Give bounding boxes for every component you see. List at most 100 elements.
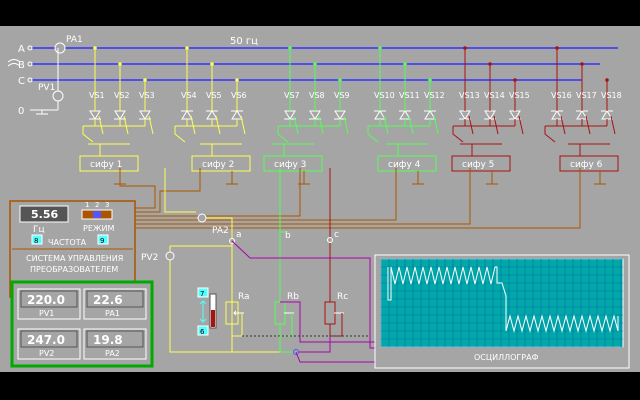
thyristor-label: VS12 — [424, 91, 445, 100]
node-a-label: a — [236, 230, 242, 240]
sifu-label: сифу 5 — [462, 160, 494, 170]
thyristor-icon — [89, 110, 101, 120]
ac-symbol-icon — [7, 59, 21, 67]
thyristor-label: VS13 — [459, 91, 480, 100]
sifu-block — [263, 155, 323, 172]
thyristor-label: VS9 — [334, 91, 350, 100]
sifu-label: сифу 6 — [570, 160, 603, 170]
pa1-meter-icon — [54, 42, 66, 54]
thyristor-label: VS11 — [399, 91, 420, 100]
control-title-line1: СИСТЕМА УПРАВЛЕНИЯ — [26, 254, 123, 263]
zero-label: 0 — [18, 106, 24, 117]
load-circuit: PA2 a b c PV2 Ra Rb Rc — [141, 168, 421, 363]
pa2-meter-icon — [197, 213, 207, 223]
thyristor-icon — [576, 110, 588, 120]
mode-label: РЕЖИМ — [83, 224, 114, 233]
adjust-down-label: 6 — [200, 328, 205, 336]
readout-label: PV2 — [39, 349, 54, 358]
thyristor-label: VS8 — [309, 91, 325, 100]
phase-b-label: B — [18, 60, 25, 71]
rb-label: Rb — [287, 292, 299, 302]
sifu-block — [79, 155, 139, 172]
readout-value: 247.0 — [27, 333, 65, 347]
thyristor-label: VS18 — [601, 91, 622, 100]
thyristor-icon — [424, 110, 436, 120]
resistance-up-button[interactable] — [197, 287, 209, 298]
resistor-rc — [324, 301, 336, 325]
oscilloscope-label: ОСЦИЛЛОГРАФ — [474, 353, 539, 362]
thyristor-icon — [601, 110, 613, 120]
frequency-unit: Гц — [33, 225, 45, 235]
adjust-arrow-icon — [199, 300, 207, 323]
readout-label: PA2 — [105, 349, 120, 358]
mode-3-label: 3 — [105, 201, 109, 209]
control-title-line2: ПРЕОБРАЗОВАТЕЛЕМ — [30, 265, 118, 274]
oscilloscope-trace — [387, 266, 619, 333]
mode-2-label: 2 — [95, 201, 99, 209]
mode-1-label: 1 — [85, 201, 89, 209]
frequency-down-button[interactable] — [31, 234, 43, 245]
phase-a-label: A — [18, 44, 25, 55]
oscilloscope: ОСЦИЛЛОГРАФ — [374, 254, 630, 369]
thyristor-label: VS17 — [576, 91, 597, 100]
node-b-label: b — [285, 231, 291, 241]
frequency-value: 5.56 — [31, 208, 58, 221]
thyristor-icon — [181, 110, 193, 120]
resistor-rb — [274, 301, 286, 325]
thyristor-icon — [139, 110, 151, 120]
thyristor-label: VS3 — [139, 91, 155, 100]
readout-value: 220.0 — [27, 293, 65, 307]
thyristor-icon — [551, 110, 563, 120]
thyristor-icon — [459, 110, 471, 120]
thyristor-label: VS2 — [114, 91, 130, 100]
sifu-block — [451, 155, 511, 172]
phase-c-label: C — [18, 76, 25, 87]
thyristor-icon — [484, 110, 496, 120]
readout-value: 19.8 — [93, 333, 123, 347]
thyristor-label: VS5 — [206, 91, 222, 100]
frequency-control-label: ЧАСТОТА — [48, 238, 87, 247]
sifu-block — [559, 155, 619, 172]
resistance-slider-fill — [211, 310, 215, 327]
thyristor-icon — [231, 110, 243, 120]
thyristor-icon — [399, 110, 411, 120]
oscilloscope-screen — [380, 258, 624, 348]
mode-indicator — [93, 211, 101, 218]
thyristor-label: VS16 — [551, 91, 572, 100]
thyristor-icon — [374, 110, 386, 120]
sifu-label: сифу 1 — [90, 160, 122, 170]
thyristor-label: VS1 — [89, 91, 105, 100]
phase-lines — [30, 47, 618, 81]
thyristor-label: VS6 — [231, 91, 247, 100]
readout-label: PV1 — [39, 309, 54, 318]
thyristor-label: VS10 — [374, 91, 395, 100]
resistance-down-button[interactable] — [197, 325, 209, 336]
frequency-up-button[interactable] — [97, 234, 109, 245]
rc-label: Rc — [337, 292, 348, 302]
pv2-label: PV2 — [141, 253, 158, 263]
thyristor-icon — [284, 110, 296, 120]
thyristor-icon — [206, 110, 218, 120]
ra-label: Ra — [238, 292, 250, 302]
frequency-up-label: 9 — [100, 237, 104, 245]
sifu-block — [191, 155, 251, 172]
pv1-label: PV1 — [38, 83, 55, 93]
pa1-label: PA1 — [66, 35, 83, 45]
thyristor-icon — [509, 110, 521, 120]
sifu-block — [377, 155, 437, 172]
thyristor-icon — [114, 110, 126, 120]
sifu-label: сифу 2 — [202, 160, 234, 170]
pa2-label: PA2 — [212, 226, 229, 236]
thyristor-icon — [334, 110, 346, 120]
sifu-label: сифу 3 — [274, 160, 306, 170]
frequency-down-label: 8 — [34, 237, 38, 245]
node-c-label: c — [334, 230, 339, 240]
frequency-display — [19, 205, 69, 223]
thyristor-icon — [309, 110, 321, 120]
thyristor-label: VS4 — [181, 91, 197, 100]
